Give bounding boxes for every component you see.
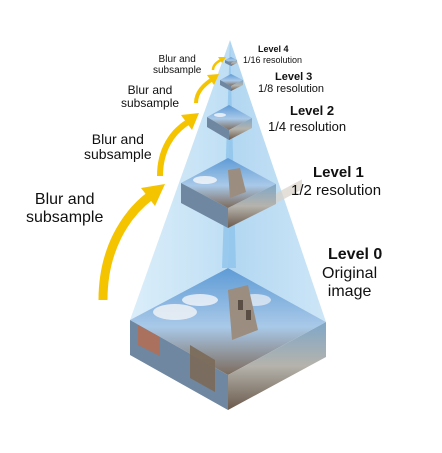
- step-label-1: Blur and subsample: [84, 131, 152, 163]
- level-2-title: Level 2: [290, 103, 335, 118]
- level-3-image: [220, 74, 243, 91]
- step-label-3: Blur and subsample: [153, 54, 202, 76]
- level-0-image: [130, 179, 326, 410]
- pyramid-left-face: [130, 40, 230, 320]
- level-1-image: [181, 158, 276, 228]
- arrow-level-0-to-1: [98, 184, 165, 301]
- level-1-description: 1/2 resolution: [291, 182, 382, 199]
- step-label-0: Blur and subsample: [26, 191, 104, 226]
- arrow-level-3-to-4: [211, 57, 226, 71]
- arrow-level-1-to-2: [157, 113, 199, 177]
- level-0-title: Level 0: [328, 246, 383, 263]
- step-label-2: Blur and subsample: [121, 83, 180, 111]
- level-2-description: 1/4 resolution: [268, 119, 347, 134]
- level-1-title: Level 1: [313, 164, 364, 181]
- level-4-description: 1/16 resolution: [243, 55, 303, 65]
- level-4-image: [225, 57, 237, 66]
- level-4-title: Level 4: [258, 44, 289, 54]
- arrow-level-2-to-3: [194, 74, 219, 104]
- level-3-title: Level 3: [275, 71, 313, 83]
- pyramid-right-face: [228, 40, 326, 322]
- level-3-description: 1/8 resolution: [258, 83, 325, 95]
- level-2-image: [207, 105, 252, 140]
- level-0-description: Original image: [322, 265, 378, 300]
